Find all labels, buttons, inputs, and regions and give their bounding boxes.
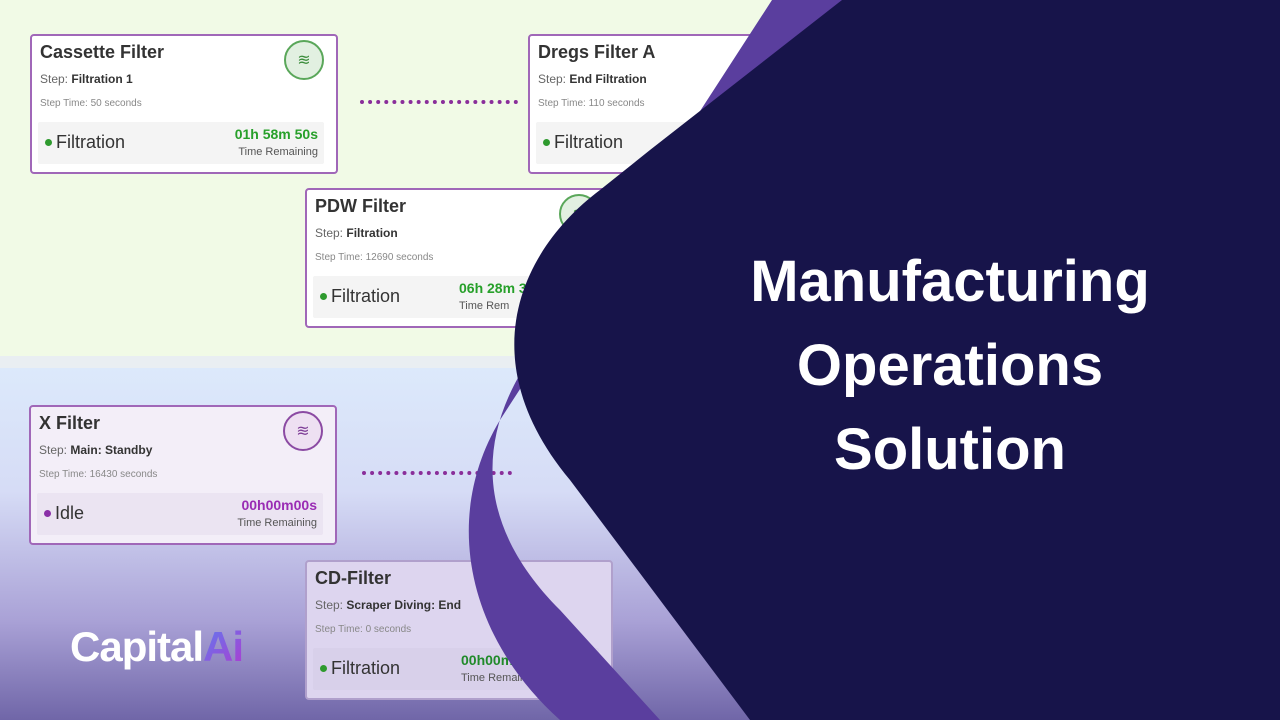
card-step-time: Step Time: 12690 seconds <box>315 252 434 263</box>
time-remaining-value: 01h 58m 50s <box>234 126 318 142</box>
card-step: Step: Filtration <box>315 226 398 240</box>
status-state: Filtration <box>331 658 401 678</box>
time-remaining-label: Time Remaining <box>237 517 317 529</box>
card-title: Cassette Filter <box>40 42 165 62</box>
card-title: X Filter <box>39 413 101 433</box>
filter-card-x[interactable]: X Filter Step: Main: Standby Step Time: … <box>29 405 337 545</box>
status-dot <box>45 139 52 146</box>
time-remaining-label: Time Remaining <box>238 146 318 158</box>
card-step: Step: Filtration 1 <box>40 72 133 86</box>
card-step-time: Step Time: 0 seconds <box>315 624 412 635</box>
connector-line <box>362 471 512 475</box>
time-remaining-value: 00h00m00s <box>241 497 317 513</box>
accent-band <box>468 0 860 720</box>
panel-shape <box>514 0 1280 720</box>
card-step: Step: Main: Standby <box>39 443 153 457</box>
headline-line: Manufacturing <box>750 249 1150 314</box>
headline-line: Solution <box>834 417 1066 482</box>
card-step-time: Step Time: 110 seconds <box>538 98 645 109</box>
connector-line <box>360 100 518 104</box>
waves-icon[interactable]: ≋ <box>284 40 324 80</box>
capitalai-logo: CapitalAi <box>70 623 244 670</box>
status-dot <box>543 139 550 146</box>
card-step-time: Step Time: 50 seconds <box>40 98 142 109</box>
card-title: CD-Filter <box>315 568 391 588</box>
headline: Manufacturing Operations Solution <box>700 240 1200 492</box>
card-title: Dregs Filter A <box>538 42 656 62</box>
time-remaining-value: 06h 28m 3 <box>459 280 527 296</box>
filter-card-cassette[interactable]: Cassette Filter Step: Filtration 1 Step … <box>30 34 338 174</box>
time-remaining-label: Time Rem <box>459 300 510 312</box>
status-state: Filtration <box>56 132 126 152</box>
status-dot <box>320 665 327 672</box>
card-step: Step: End Filtration <box>538 72 647 86</box>
status-panel: Idle 00h00m00s Time Remaining <box>37 493 323 535</box>
status-state: Filtration <box>554 132 624 152</box>
card-step: Step: Scraper Diving: End <box>315 598 462 612</box>
headline-line: Operations <box>796 333 1104 398</box>
status-state: Filtration <box>331 286 401 306</box>
status-dot <box>320 293 327 300</box>
waves-icon[interactable]: ≋ <box>283 411 323 451</box>
card-title: PDW Filter <box>315 196 407 216</box>
status-state: Idle <box>55 503 85 523</box>
card-step-time: Step Time: 16430 seconds <box>39 469 158 480</box>
status-dot <box>44 510 51 517</box>
status-panel: Filtration 01h 58m 50s Time Remaining <box>38 122 324 164</box>
